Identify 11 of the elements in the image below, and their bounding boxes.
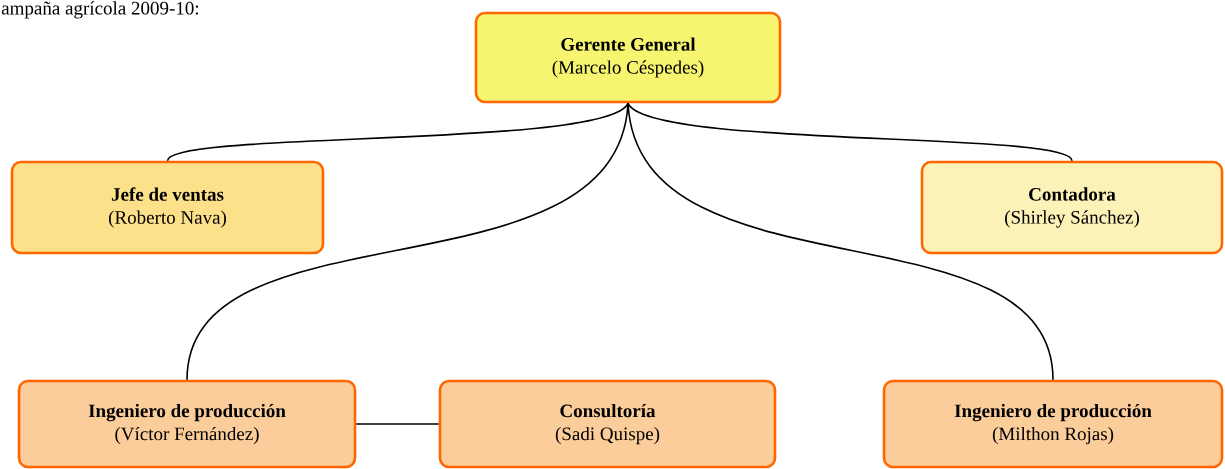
- connector-line: [627, 102, 1073, 162]
- org-box: Contadora (Shirley Sánchez): [920, 160, 1224, 255]
- org-box: Gerente General (Marcelo Céspedes): [474, 11, 782, 104]
- org-box: Jefe de ventas (Roberto Nava): [10, 160, 325, 255]
- org-box: Ingeniero de producción (Víctor Fernández): [17, 379, 357, 469]
- caption-text: ampaña agrícola 2009-10:: [1, 1, 199, 19]
- connector-line: [627, 102, 1054, 381]
- org-box: Ingeniero de producción (Milthon Rojas): [882, 379, 1224, 469]
- connector-line: [166, 102, 629, 162]
- connector-line: [355, 423, 440, 425]
- org-box: Consultoría (Sadi Quispe): [438, 379, 777, 469]
